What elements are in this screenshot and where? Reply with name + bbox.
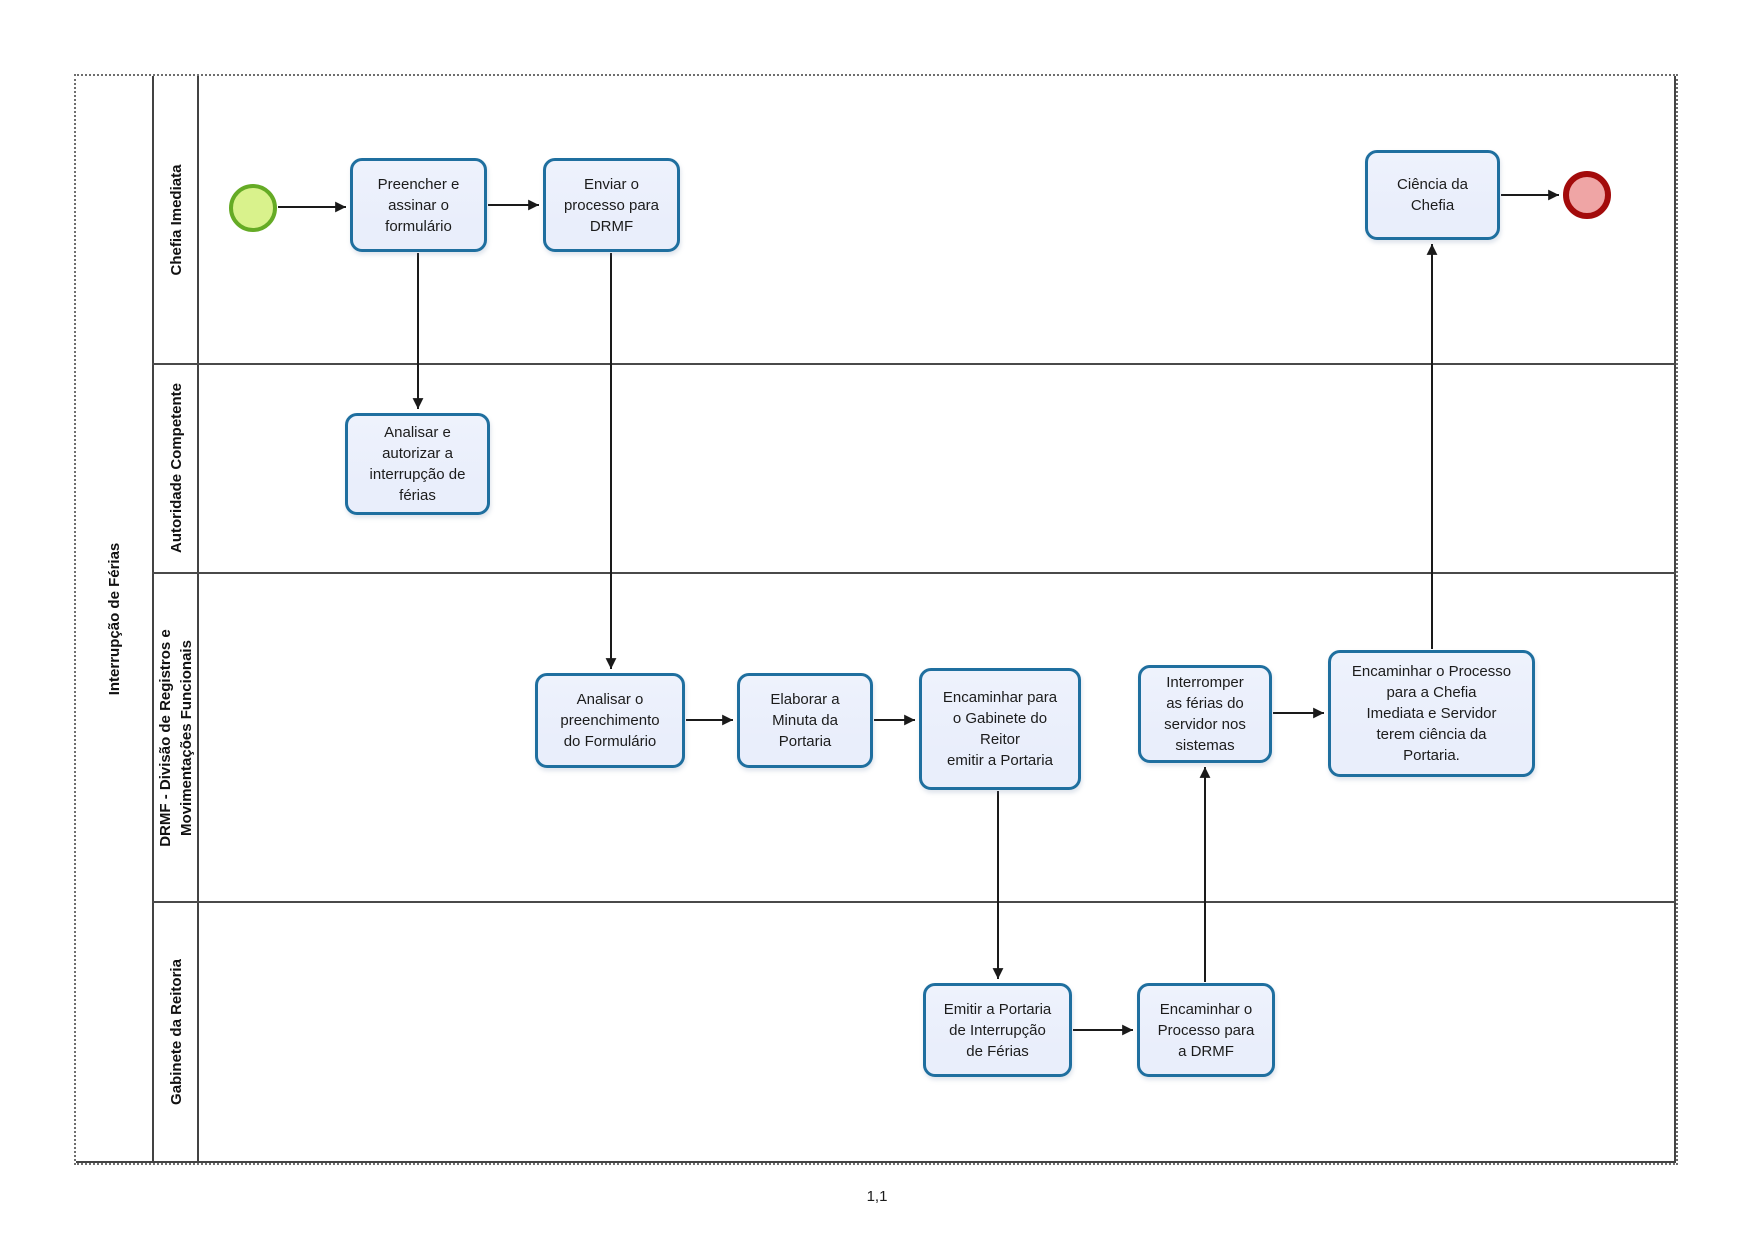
lane-label-drmf: DRMF - Divisão de Registros e Movimentaç… (157, 629, 195, 847)
task-encaminhar-gabinete-reitor[interactable]: Encaminhar para o Gabinete do Reitor emi… (919, 668, 1081, 790)
lane-label-gabinete-reitoria: Gabinete da Reitoria (167, 959, 185, 1105)
lane-label-chefia-imediata: Chefia Imediata (167, 164, 185, 276)
page-dotted-border (74, 74, 1678, 1165)
task-preencher-assinar-formulario[interactable]: Preencher e assinar o formulário (350, 158, 487, 252)
task-ciencia-da-chefia[interactable]: Ciência da Chefia (1365, 150, 1500, 240)
task-enviar-processo-drmf[interactable]: Enviar o processo para DRMF (543, 158, 680, 252)
pool-border (76, 76, 1676, 1163)
task-elaborar-minuta-portaria[interactable]: Elaborar a Minuta da Portaria (737, 673, 873, 768)
task-analisar-autorizar-interrupcao[interactable]: Analisar e autorizar a interrupção de fé… (345, 413, 490, 515)
lane-label-autoridade-competente: Autoridade Competente (167, 383, 185, 554)
task-interromper-ferias-sistemas[interactable]: Interromper as férias do servidor nos si… (1138, 665, 1272, 763)
start-event[interactable] (229, 184, 277, 232)
task-emitir-portaria-interrupcao[interactable]: Emitir a Portaria de Interrupção de Féri… (923, 983, 1072, 1077)
pool-title: Interrupção de Férias (105, 542, 123, 696)
lane-divider (152, 572, 1676, 574)
end-event[interactable] (1563, 171, 1611, 219)
task-analisar-preenchimento-formulario[interactable]: Analisar o preenchimento do Formulário (535, 673, 685, 768)
task-encaminhar-processo-para-drmf[interactable]: Encaminhar o Processo para a DRMF (1137, 983, 1275, 1077)
lane-divider (152, 901, 1676, 903)
lane-divider (152, 363, 1676, 365)
page-number: 1,1 (866, 1188, 888, 1205)
pool-title-divider (152, 76, 154, 1162)
lane-label-divider (197, 76, 199, 1162)
task-encaminhar-processo-chefia[interactable]: Encaminhar o Processo para a Chefia Imed… (1328, 650, 1535, 777)
